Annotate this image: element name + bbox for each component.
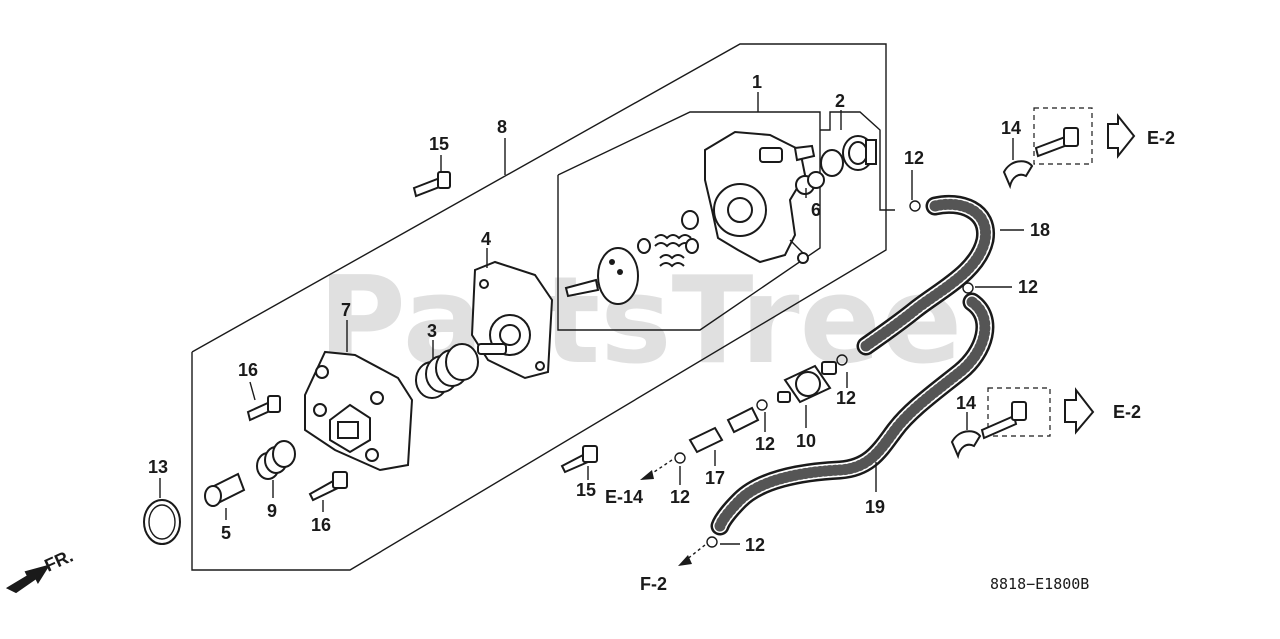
assembly-outline-1 (557, 111, 895, 331)
check-valve-set[interactable] (564, 210, 699, 305)
spring-3[interactable] (415, 343, 479, 399)
callout-16-b: 16 (311, 515, 331, 535)
diaphragm-cover-4[interactable] (470, 260, 554, 380)
ref-e2-mid[interactable]: E-2 (1113, 402, 1141, 422)
callout-12-c: 12 (836, 388, 856, 408)
watermark: PartsTree (318, 252, 962, 391)
pump-body[interactable] (704, 130, 816, 264)
pump-cover-7[interactable] (304, 350, 414, 472)
callout-2: 2 (835, 91, 845, 111)
callout-14-a: 14 (1001, 118, 1021, 138)
callout-3: 3 (427, 321, 437, 341)
arrow-e2-top-icon (1107, 113, 1136, 159)
fitting-6[interactable] (795, 171, 825, 195)
callout-12-f: 12 (745, 535, 765, 555)
plug-5[interactable] (204, 472, 246, 507)
ref-e14[interactable]: E-14 (605, 487, 643, 507)
callout-9: 9 (267, 501, 277, 521)
ref-e2-top[interactable]: E-2 (1147, 128, 1175, 148)
bolt-16-lower[interactable] (308, 471, 348, 502)
clamp-14-upper[interactable] (1002, 107, 1093, 190)
hose-19[interactable] (710, 292, 995, 536)
clamp-14-lower[interactable] (950, 387, 1051, 460)
callout-6: 6 (811, 200, 821, 220)
callout-5: 5 (221, 523, 231, 543)
callout-12-a: 12 (904, 148, 924, 168)
clip-12-set[interactable] (674, 200, 974, 548)
callout-12-b: 12 (1018, 277, 1038, 297)
hose-18[interactable] (856, 194, 995, 356)
callout-10: 10 (796, 431, 816, 451)
callout-17: 17 (705, 468, 725, 488)
spring-9[interactable] (256, 440, 296, 480)
diagram-code: 8818−E1800B (990, 575, 1089, 593)
callout-12-d: 12 (755, 434, 775, 454)
callout-13: 13 (148, 457, 168, 477)
callout-16-a: 16 (238, 360, 258, 380)
assembly-outline-8 (191, 43, 887, 571)
fitting-2[interactable] (820, 135, 877, 177)
callout-18: 18 (1030, 220, 1050, 240)
callout-15-b: 15 (576, 480, 596, 500)
arrow-e14-icon (640, 459, 673, 480)
tube-17[interactable] (688, 406, 760, 454)
callout-19: 19 (865, 497, 885, 517)
callout-1: 1 (752, 72, 762, 92)
front-label: FR. (41, 546, 76, 576)
arrow-f2-icon (678, 544, 706, 566)
callout-15-a: 15 (429, 134, 449, 154)
ref-f2[interactable]: F-2 (640, 574, 667, 594)
callout-4: 4 (481, 229, 491, 249)
check-valve-10[interactable] (777, 361, 837, 404)
front-arrow: FR. (5, 546, 76, 594)
o-ring-13[interactable] (143, 499, 181, 545)
front-arrow-icon (5, 564, 51, 594)
arrow-e2-mid-icon (1064, 387, 1095, 435)
bolt-15-lower[interactable] (560, 445, 598, 474)
leader-lines (159, 92, 1024, 545)
callout-14-b: 14 (956, 393, 976, 413)
bolt-15-upper[interactable] (412, 171, 451, 198)
callout-7: 7 (341, 300, 351, 320)
bolt-16-upper[interactable] (246, 395, 281, 422)
callout-12-e: 12 (670, 487, 690, 507)
callout-8: 8 (497, 117, 507, 137)
